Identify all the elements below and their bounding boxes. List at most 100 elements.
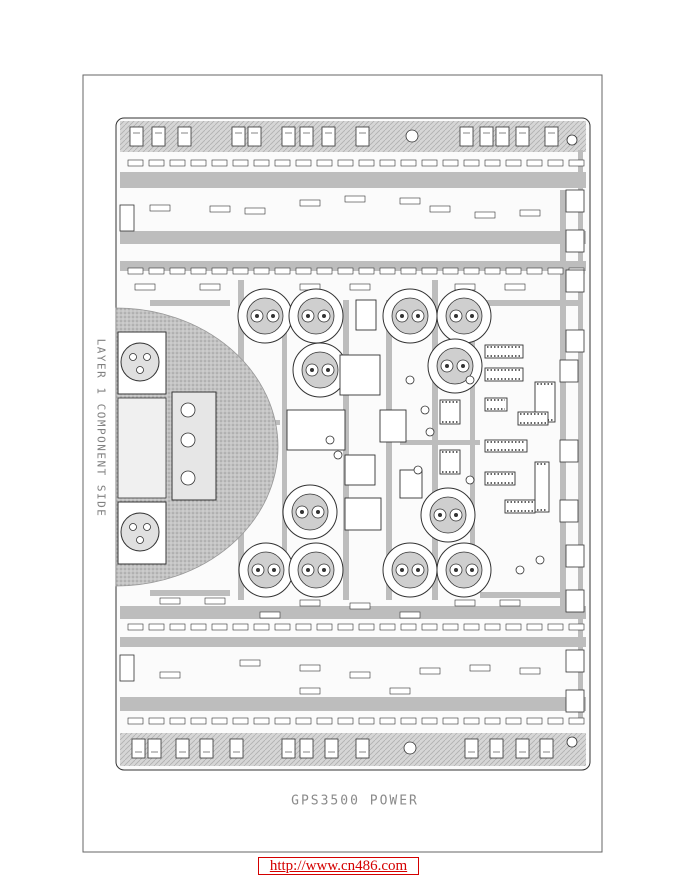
capacitor-hole bbox=[256, 568, 260, 572]
copper-trace bbox=[282, 330, 287, 560]
resistor bbox=[127, 623, 144, 631]
transistor bbox=[281, 126, 296, 147]
resistor bbox=[421, 267, 438, 275]
copper-trace bbox=[480, 592, 580, 598]
xlr-pin bbox=[136, 536, 144, 544]
resistor bbox=[547, 717, 564, 725]
resistor bbox=[568, 623, 585, 631]
capacitor bbox=[436, 288, 492, 344]
resistor bbox=[505, 267, 522, 275]
transistor bbox=[539, 738, 554, 759]
capacitor-hole bbox=[445, 364, 449, 368]
small-component bbox=[419, 667, 441, 675]
capacitor-hole bbox=[271, 314, 275, 318]
ic-chip bbox=[439, 399, 461, 425]
resistor bbox=[253, 267, 270, 275]
resistor bbox=[295, 623, 312, 631]
resistor bbox=[484, 717, 501, 725]
edge-connector bbox=[565, 329, 585, 353]
resistor bbox=[190, 267, 207, 275]
connector bbox=[119, 654, 135, 682]
resistor bbox=[337, 717, 354, 725]
power-device bbox=[355, 299, 377, 331]
capacitor-ring bbox=[297, 297, 335, 335]
resistor bbox=[421, 159, 438, 167]
resistor bbox=[274, 623, 291, 631]
capacitor-hole bbox=[306, 314, 310, 318]
edge-connector bbox=[565, 649, 585, 673]
resistor bbox=[421, 623, 438, 631]
resistor bbox=[526, 717, 543, 725]
small-component bbox=[474, 211, 496, 219]
resistor bbox=[358, 623, 375, 631]
edge-connector bbox=[559, 439, 579, 463]
resistor bbox=[358, 267, 375, 275]
resistor bbox=[379, 159, 396, 167]
small-component bbox=[299, 199, 321, 207]
resistor bbox=[274, 717, 291, 725]
ic-chip bbox=[534, 461, 550, 513]
capacitor-hole bbox=[454, 513, 458, 517]
drawing-frame bbox=[82, 74, 603, 853]
capacitor-hole bbox=[326, 368, 330, 372]
transistor bbox=[299, 126, 314, 147]
resistor bbox=[232, 717, 249, 725]
resistor bbox=[484, 267, 501, 275]
small-component bbox=[499, 599, 521, 607]
capacitor-ring bbox=[436, 347, 474, 385]
resistor bbox=[526, 623, 543, 631]
input-block bbox=[117, 397, 167, 499]
small-capacitor bbox=[413, 465, 423, 475]
capacitor-hole bbox=[310, 368, 314, 372]
resistor bbox=[337, 267, 354, 275]
small-component bbox=[519, 209, 541, 217]
edge-connector bbox=[565, 544, 585, 568]
capacitor-hole bbox=[400, 568, 404, 572]
capacitor-hole bbox=[438, 513, 442, 517]
resistor bbox=[442, 159, 459, 167]
small-component bbox=[504, 283, 526, 291]
resistor bbox=[442, 623, 459, 631]
copper-trace bbox=[343, 300, 349, 600]
resistor bbox=[253, 159, 270, 167]
small-component bbox=[244, 207, 266, 215]
copper-trace bbox=[150, 300, 230, 306]
resistor bbox=[169, 267, 186, 275]
resistor bbox=[400, 159, 417, 167]
capacitor-ring bbox=[291, 493, 329, 531]
copper-trace bbox=[470, 330, 475, 560]
capacitor-hole bbox=[400, 314, 404, 318]
trimmer bbox=[403, 741, 417, 755]
capacitor bbox=[427, 338, 483, 394]
watermark-link[interactable]: http://www.cn486.com bbox=[258, 857, 419, 875]
resistor bbox=[379, 267, 396, 275]
ic-chip bbox=[439, 449, 461, 475]
small-component bbox=[134, 283, 156, 291]
ic-chip bbox=[484, 367, 524, 382]
resistor bbox=[232, 267, 249, 275]
resistor bbox=[463, 623, 480, 631]
resistor bbox=[295, 717, 312, 725]
resistor bbox=[190, 717, 207, 725]
transistor bbox=[459, 126, 474, 147]
transistor bbox=[299, 738, 314, 759]
small-component bbox=[349, 671, 371, 679]
transistor bbox=[321, 126, 336, 147]
capacitor-hole bbox=[255, 314, 259, 318]
resistor bbox=[442, 267, 459, 275]
edge-connector bbox=[565, 689, 585, 713]
small-component bbox=[399, 611, 421, 619]
small-component bbox=[454, 599, 476, 607]
capacitor bbox=[238, 542, 294, 598]
small-capacitor bbox=[465, 375, 475, 385]
mounting-hole bbox=[180, 432, 196, 448]
resistor bbox=[295, 159, 312, 167]
small-component bbox=[239, 659, 261, 667]
edge-connector bbox=[565, 229, 585, 253]
copper-trace bbox=[150, 590, 230, 596]
transistor bbox=[515, 126, 530, 147]
resistor bbox=[316, 267, 333, 275]
xlr-pin bbox=[143, 353, 151, 361]
small-component bbox=[349, 602, 371, 610]
